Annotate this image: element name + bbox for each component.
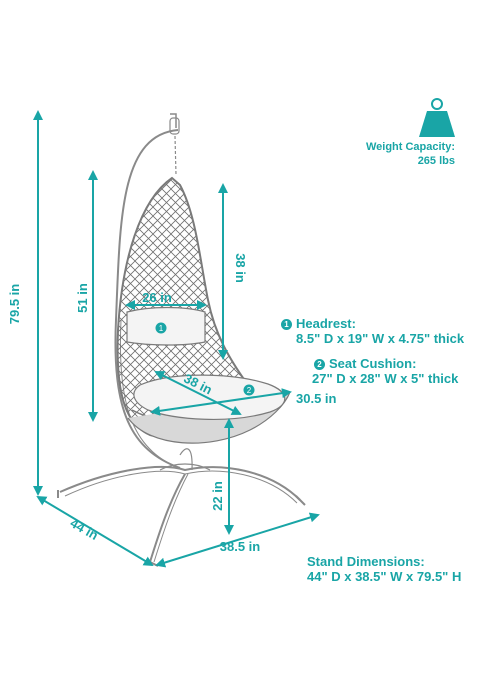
stand-dimensions-title: Stand Dimensions: [307, 554, 425, 569]
headrest-marker: 1 [159, 324, 164, 333]
headrest-drop-label: 38 in [233, 253, 248, 283]
headrest-badge: 1 [281, 319, 292, 330]
base-depth-line [36, 495, 154, 567]
weight-capacity-value: 265 lbs [417, 155, 455, 167]
chair-width-label: 26 in [142, 290, 172, 305]
seat-width-label: 30.5 in [296, 391, 337, 406]
seat-cushion-badge: 2 [314, 359, 325, 370]
weight-icon [419, 98, 455, 137]
base-width-label: 38.5 in [220, 539, 261, 554]
seat-cushion-detail: 27" D x 28" W x 5" thick [312, 371, 459, 386]
base-width-line [155, 512, 320, 568]
seat-width-line [150, 388, 292, 416]
stand-dimensions: Stand Dimensions: 44" D x 38.5" W x 79.5… [307, 554, 461, 584]
weight-capacity: Weight Capacity: 265 lbs [366, 140, 455, 168]
weight-capacity-title: Weight Capacity: [365, 141, 455, 153]
headrest-cushion: 1 [126, 306, 206, 346]
seat-cushion-marker: 2 [247, 386, 252, 395]
headrest-detail: 8.5" D x 19" W x 4.75" thick [296, 331, 465, 346]
seat-clearance-label: 22 in [210, 481, 225, 511]
chair-height-label: 51 in [75, 283, 90, 313]
base-depth-label: 44 in [68, 515, 101, 543]
seat-cushion-callout: 2 Seat Cushion: 27" D x 28" W x 5" thick [312, 356, 459, 386]
hanging-chain [169, 113, 180, 176]
stand-dimensions-detail: 44" D x 38.5" W x 79.5" H [307, 569, 462, 584]
seat-cushion-title: Seat Cushion: [329, 356, 417, 371]
headrest-title: Headrest: [296, 316, 356, 331]
total-height-label: 79.5 in [7, 284, 22, 325]
headrest-callout: 1 Headrest: 8.5" D x 19" W x 4.75" thick [281, 316, 464, 346]
